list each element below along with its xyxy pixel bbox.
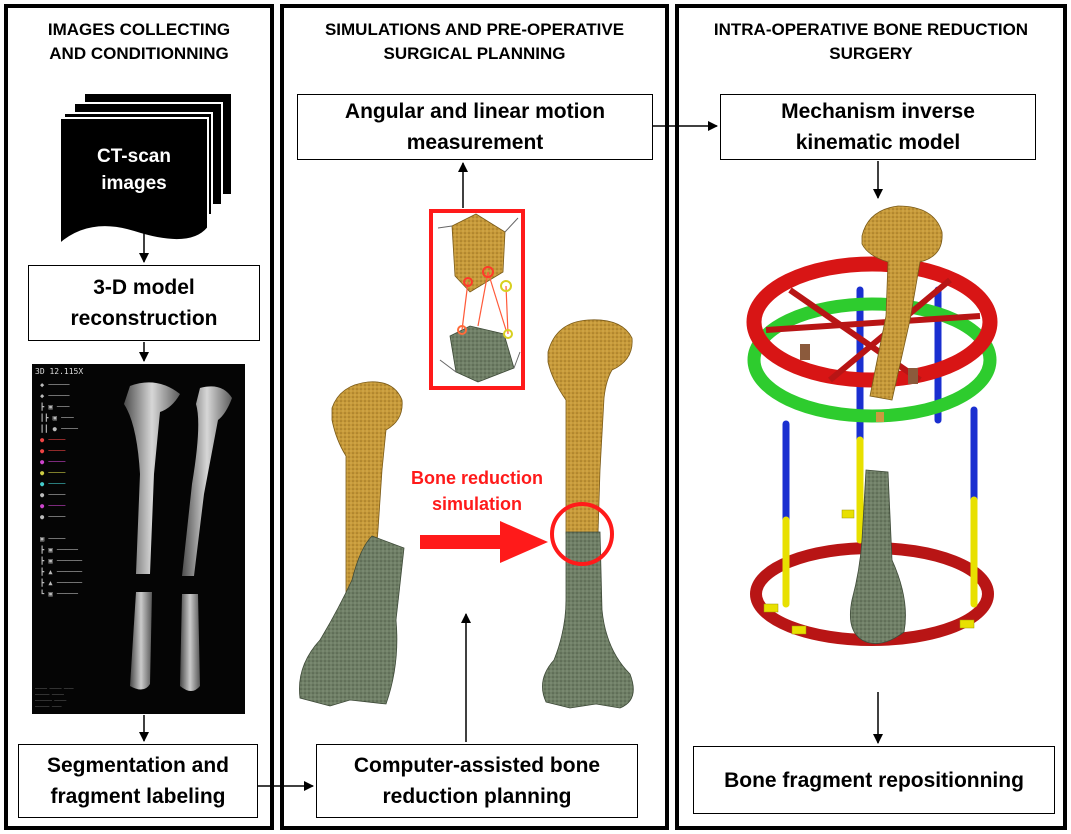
segmentation-tree-list: ◆ ─────◆ ─────┣ ▣ ───┃┣ ▣ ───┃┃ ● ────● … xyxy=(40,381,83,598)
panel-title-intra-operative: INTRA-OPERATIVE BONE REDUCTION SURGERY xyxy=(713,20,1029,63)
segmentation-software-screenshot: 3D 12.115X ◆ ─────◆ ─────┣ ▣ ───┃┣ ▣ ───… xyxy=(32,364,245,714)
software-status-lines: ───── ───── ────────── ──────────── ────… xyxy=(35,686,74,709)
node-computer-assisted-planning: Computer-assisted bone reduction plannin… xyxy=(316,744,638,818)
node-angular-linear-measurement: Angular and linear motion measurement xyxy=(297,94,653,160)
ct-bone-images xyxy=(124,382,232,691)
panel-title-images-collecting: IMAGES COLLECTING AND CONDITIONNING xyxy=(47,20,231,63)
node-inverse-kinematic-model: Mechanism inverse kinematic model xyxy=(720,94,1036,160)
ct-scan-label: CT-scan images xyxy=(97,146,171,194)
node-3d-model-reconstruction: 3-D model reconstruction xyxy=(28,265,260,341)
annotation-bone-reduction-simulation: Bone reduction simulation xyxy=(410,468,543,514)
node-segmentation-labeling: Segmentation and fragment labeling xyxy=(18,744,258,818)
panel-title-simulations-planning: SIMULATIONS AND PRE-OPERATIVE SURGICAL P… xyxy=(324,20,625,63)
node-bone-fragment-repositionning: Bone fragment repositionning xyxy=(693,746,1055,814)
software-header: 3D 12.115X xyxy=(35,367,84,376)
